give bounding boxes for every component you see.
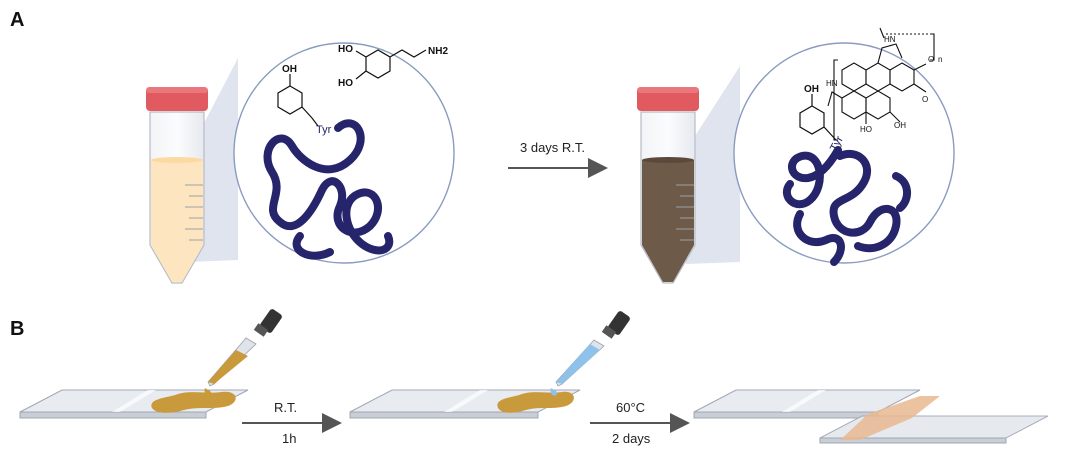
oh-label-right: OH <box>804 84 819 95</box>
tube-graduations-left <box>185 184 203 241</box>
amine-label: NH2 <box>428 46 448 57</box>
slide-2 <box>349 311 630 419</box>
step-arrow-b1: R.T. 1h <box>242 400 342 446</box>
nh-label-2: HN <box>884 35 896 44</box>
step-arrow-a: 3 days R.T. <box>508 140 608 178</box>
slide-1 <box>19 309 282 419</box>
step-b2-top: 60°C <box>616 400 645 415</box>
dopamine-structure <box>355 49 427 80</box>
oh-label-2: OH <box>894 121 906 130</box>
ho-label-2: HO <box>338 78 353 89</box>
zoom-circle-left: OH HO HO NH2 Tyr <box>233 42 455 264</box>
bonded-overlap <box>840 396 940 440</box>
protein-chain-left <box>263 119 394 260</box>
dropper-brown <box>204 309 282 396</box>
polydopamine-structure <box>827 27 935 141</box>
oh-label-left: OH <box>282 64 297 75</box>
nh-label-1: HN <box>826 79 838 88</box>
zoom-cone-right <box>686 66 740 264</box>
step-b1-bottom: 1h <box>282 431 296 446</box>
tyr-label-left: Tyr <box>316 124 332 136</box>
protein-chain-right <box>782 146 911 266</box>
sample-film-2 <box>497 391 574 413</box>
drop-blue <box>550 388 558 396</box>
panel-label-b: B <box>10 318 24 340</box>
o-label-1: O <box>928 55 934 64</box>
ho-label-1: HO <box>338 44 353 55</box>
step-label-a: 3 days R.T. <box>520 140 585 155</box>
repeat-n-label: n <box>938 55 942 64</box>
zoom-circle-right: OH HN HN OH HO O O n Tyr <box>733 27 955 266</box>
dropper-blue <box>550 311 630 396</box>
tube-liquid-left <box>151 160 203 282</box>
step-arrow-b2: 60°C 2 days <box>590 400 690 446</box>
drop-brown <box>204 388 212 396</box>
tube-left <box>146 58 238 284</box>
o-label-2: O <box>922 95 928 104</box>
tube-right <box>637 66 740 284</box>
tube-graduations-right <box>676 184 694 241</box>
sample-film-1 <box>151 391 236 413</box>
phenol-structure-left <box>277 74 319 127</box>
tube-liquid-right <box>642 160 694 282</box>
panel-label-a: A <box>10 9 24 31</box>
step-b2-bottom: 2 days <box>612 431 651 446</box>
bonded-slides <box>693 389 1049 444</box>
step-b1-top: R.T. <box>274 400 297 415</box>
ho-label-right: HO <box>860 125 872 134</box>
